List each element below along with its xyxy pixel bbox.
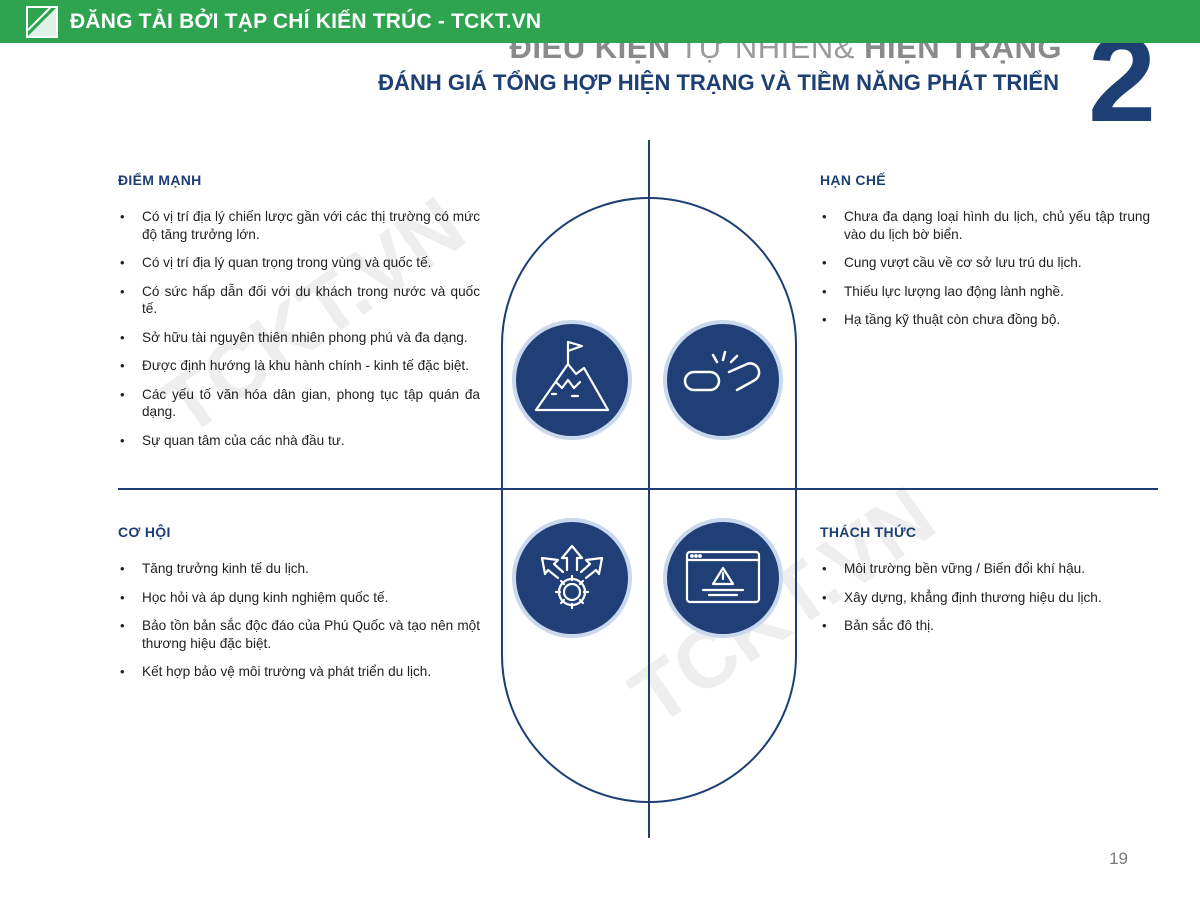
threats-block: THÁCH THỨC Môi trường bền vững / Biến đổ… xyxy=(820,524,1150,646)
strengths-block: ĐIỂM MẠNH Có vị trí địa lý chiến lược gầ… xyxy=(118,172,480,460)
threats-title: THÁCH THỨC xyxy=(820,524,917,540)
list-item: Được định hướng là khu hành chính - kinh… xyxy=(118,357,480,375)
page-number: 19 xyxy=(1109,849,1128,868)
threats-list: Môi trường bền vững / Biến đổi khí hậu. … xyxy=(820,560,1150,635)
tckt-logo-icon xyxy=(26,5,58,38)
list-item: Bản sắc đô thị. xyxy=(820,617,1150,635)
publisher-banner: ĐĂNG TẢI BỞI TẠP CHÍ KIẾN TRÚC - TCKT.VN xyxy=(0,0,1200,43)
mountain-flag-icon xyxy=(512,320,632,440)
list-item: Thiếu lực lượng lao động lành nghề. xyxy=(820,283,1150,301)
opportunities-title: CƠ HỘI xyxy=(118,524,171,540)
list-item: Kết hợp bảo vệ môi trường và phát triển … xyxy=(118,663,480,681)
list-item: Bảo tồn bản sắc độc đáo của Phú Quốc và … xyxy=(118,617,480,652)
gear-arrows-icon xyxy=(512,518,632,638)
list-item: Cung vượt cầu về cơ sở lưu trú du lịch. xyxy=(820,254,1150,272)
weaknesses-block: HẠN CHẾ Chưa đa dạng loại hình du lịch, … xyxy=(820,172,1150,340)
weaknesses-title: HẠN CHẾ xyxy=(820,172,886,188)
broken-chain-icon xyxy=(663,320,783,440)
warning-window-icon xyxy=(663,518,783,638)
list-item: Sở hữu tài nguyên thiên nhiên phong phú … xyxy=(118,329,480,347)
strengths-title: ĐIỂM MẠNH xyxy=(118,172,202,188)
list-item: Sự quan tâm của các nhà đầu tư. xyxy=(118,432,480,450)
list-item: Học hỏi và áp dụng kinh nghiệm quốc tế. xyxy=(118,589,480,607)
banner-text: ĐĂNG TẢI BỞI TẠP CHÍ KIẾN TRÚC - TCKT.VN xyxy=(70,9,542,33)
list-item: Có vị trí địa lý chiến lược gần với các … xyxy=(118,208,480,243)
list-item: Có sức hấp dẫn đối với du khách trong nư… xyxy=(118,283,480,318)
list-item: Có vị trí địa lý quan trọng trong vùng v… xyxy=(118,254,480,272)
opportunities-block: CƠ HỘI Tăng trưởng kinh tế du lịch. Học … xyxy=(118,524,480,692)
weaknesses-list: Chưa đa dạng loại hình du lịch, chủ yếu … xyxy=(820,208,1150,329)
list-item: Xây dựng, khẳng định thương hiệu du lịch… xyxy=(820,589,1150,607)
list-item: Chưa đa dạng loại hình du lịch, chủ yếu … xyxy=(820,208,1150,243)
opportunities-list: Tăng trưởng kinh tế du lịch. Học hỏi và … xyxy=(118,560,480,681)
list-item: Các yếu tố văn hóa dân gian, phong tục t… xyxy=(118,386,480,421)
list-item: Tăng trưởng kinh tế du lịch. xyxy=(118,560,480,578)
section-subtitle: ĐÁNH GIÁ TỔNG HỢP HIỆN TRẠNG VÀ TIỀM NĂN… xyxy=(378,70,1059,95)
list-item: Hạ tầng kỹ thuật còn chưa đồng bộ. xyxy=(820,311,1150,329)
strengths-list: Có vị trí địa lý chiến lược gần với các … xyxy=(118,208,480,449)
capsule-outline xyxy=(501,197,797,803)
list-item: Môi trường bền vững / Biến đổi khí hậu. xyxy=(820,560,1150,578)
